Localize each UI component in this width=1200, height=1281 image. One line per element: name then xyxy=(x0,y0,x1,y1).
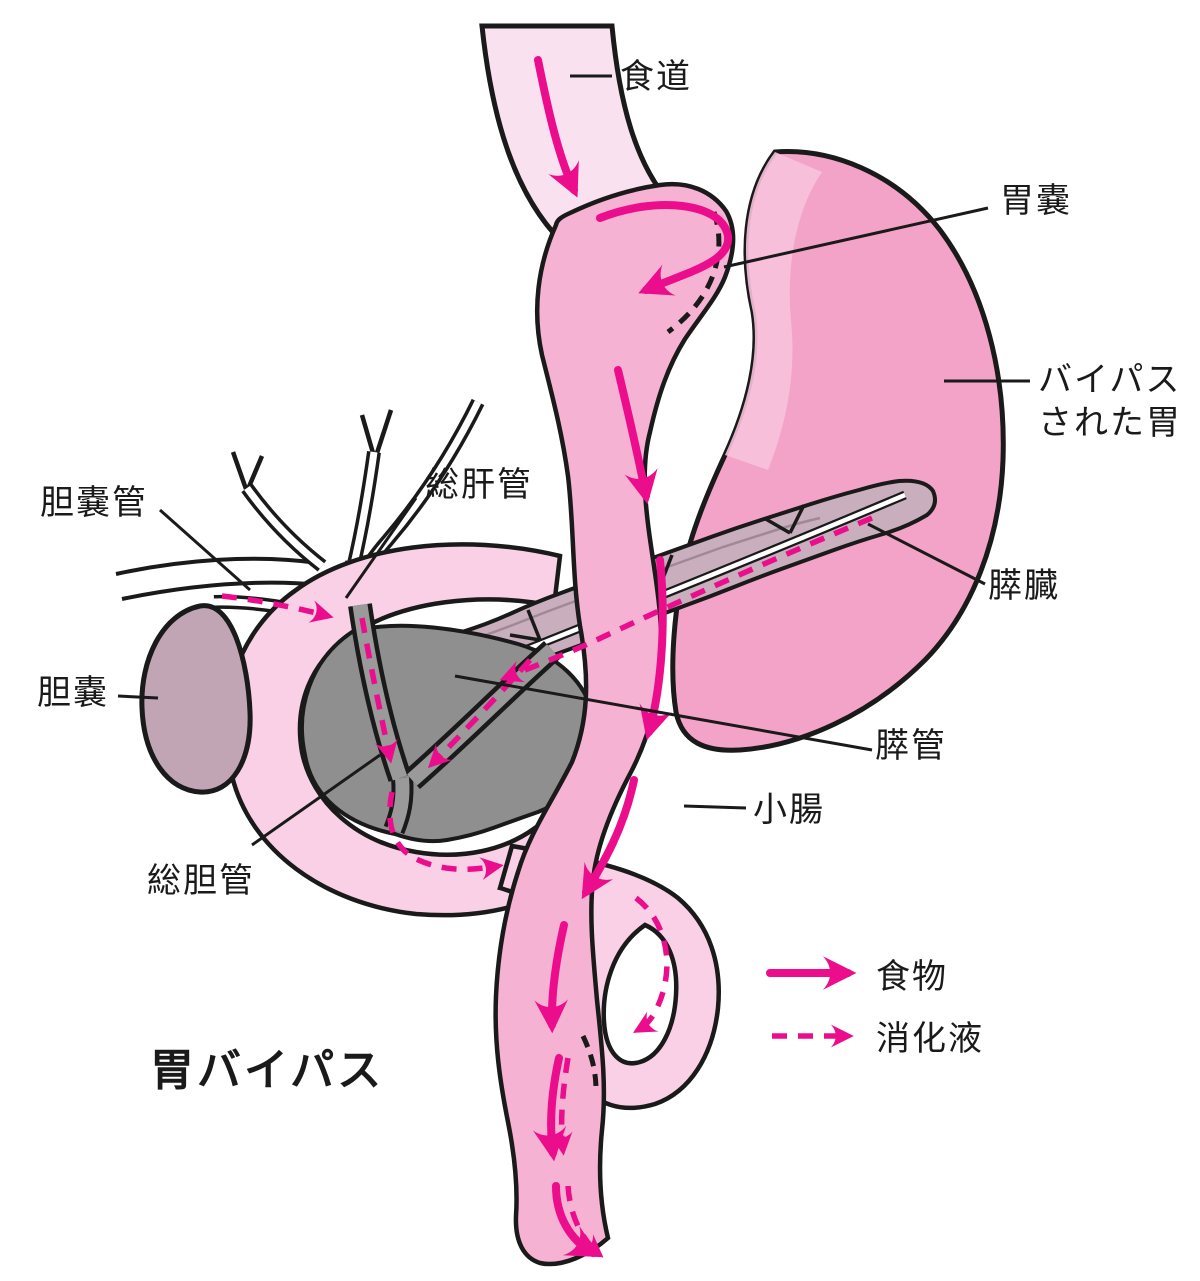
leader-cystic-duct xyxy=(159,508,251,592)
juice-arrow xyxy=(549,1057,573,1156)
food-arrow xyxy=(581,776,638,900)
label-pancreas: 膵臓 xyxy=(988,567,1060,605)
juice-arrow xyxy=(387,791,504,881)
food-arrow xyxy=(614,366,658,505)
juice-arrow xyxy=(565,1185,604,1258)
diagram-title: 胃バイパス xyxy=(150,1046,384,1095)
food-flow-arrows xyxy=(532,56,733,1258)
legend-juice-label: 消化液 xyxy=(876,1020,984,1058)
label-gallbladder: 胆嚢 xyxy=(37,674,109,712)
label-bypassed-stomach-1: バイパス xyxy=(1038,361,1181,399)
label-esophagus: 食道 xyxy=(620,58,692,96)
food-arrow xyxy=(534,56,579,198)
anastomosis-line xyxy=(580,1034,599,1091)
staple-line xyxy=(666,211,722,335)
stomach-highlight xyxy=(725,152,822,470)
leader-gallbladder xyxy=(117,694,159,700)
juice-arrow xyxy=(221,593,334,623)
label-cystic-duct: 胆嚢管 xyxy=(40,484,148,522)
food-arrow xyxy=(639,556,672,741)
label-bypassed-stomach-2: された胃 xyxy=(1038,404,1182,442)
leader-pancreatic-duct xyxy=(454,674,873,752)
labels: 食道 胃嚢 バイパス された胃 膵臓 膵管 小腸 胆嚢管 総肝管 胆嚢 総胆管 … xyxy=(37,58,1182,1095)
juice-arrow xyxy=(632,895,670,1033)
legend-food-label: 食物 xyxy=(876,958,948,996)
leader-gastric-pouch xyxy=(723,206,989,269)
food-arrow xyxy=(596,201,733,296)
label-pancreatic-duct: 膵管 xyxy=(875,727,947,765)
juice-arrow xyxy=(499,515,874,683)
legend: 食物 消化液 xyxy=(766,956,984,1058)
leader-small-intestine xyxy=(683,804,747,810)
food-arrow xyxy=(534,921,569,1034)
leader-lines xyxy=(117,74,1030,847)
leader-common-bile-duct xyxy=(251,753,381,847)
leader-common-hepatic-duct xyxy=(344,497,418,599)
label-common-hepatic-duct: 総肝管 xyxy=(425,466,533,504)
gallbladder-shape xyxy=(139,603,253,795)
leader-pancreas xyxy=(867,522,986,586)
label-gastric-pouch: 胃嚢 xyxy=(1000,182,1072,220)
label-common-bile-duct: 総胆管 xyxy=(147,862,255,900)
digestive-juice-arrows xyxy=(221,515,874,1258)
label-small-intestine: 小腸 xyxy=(753,791,825,829)
